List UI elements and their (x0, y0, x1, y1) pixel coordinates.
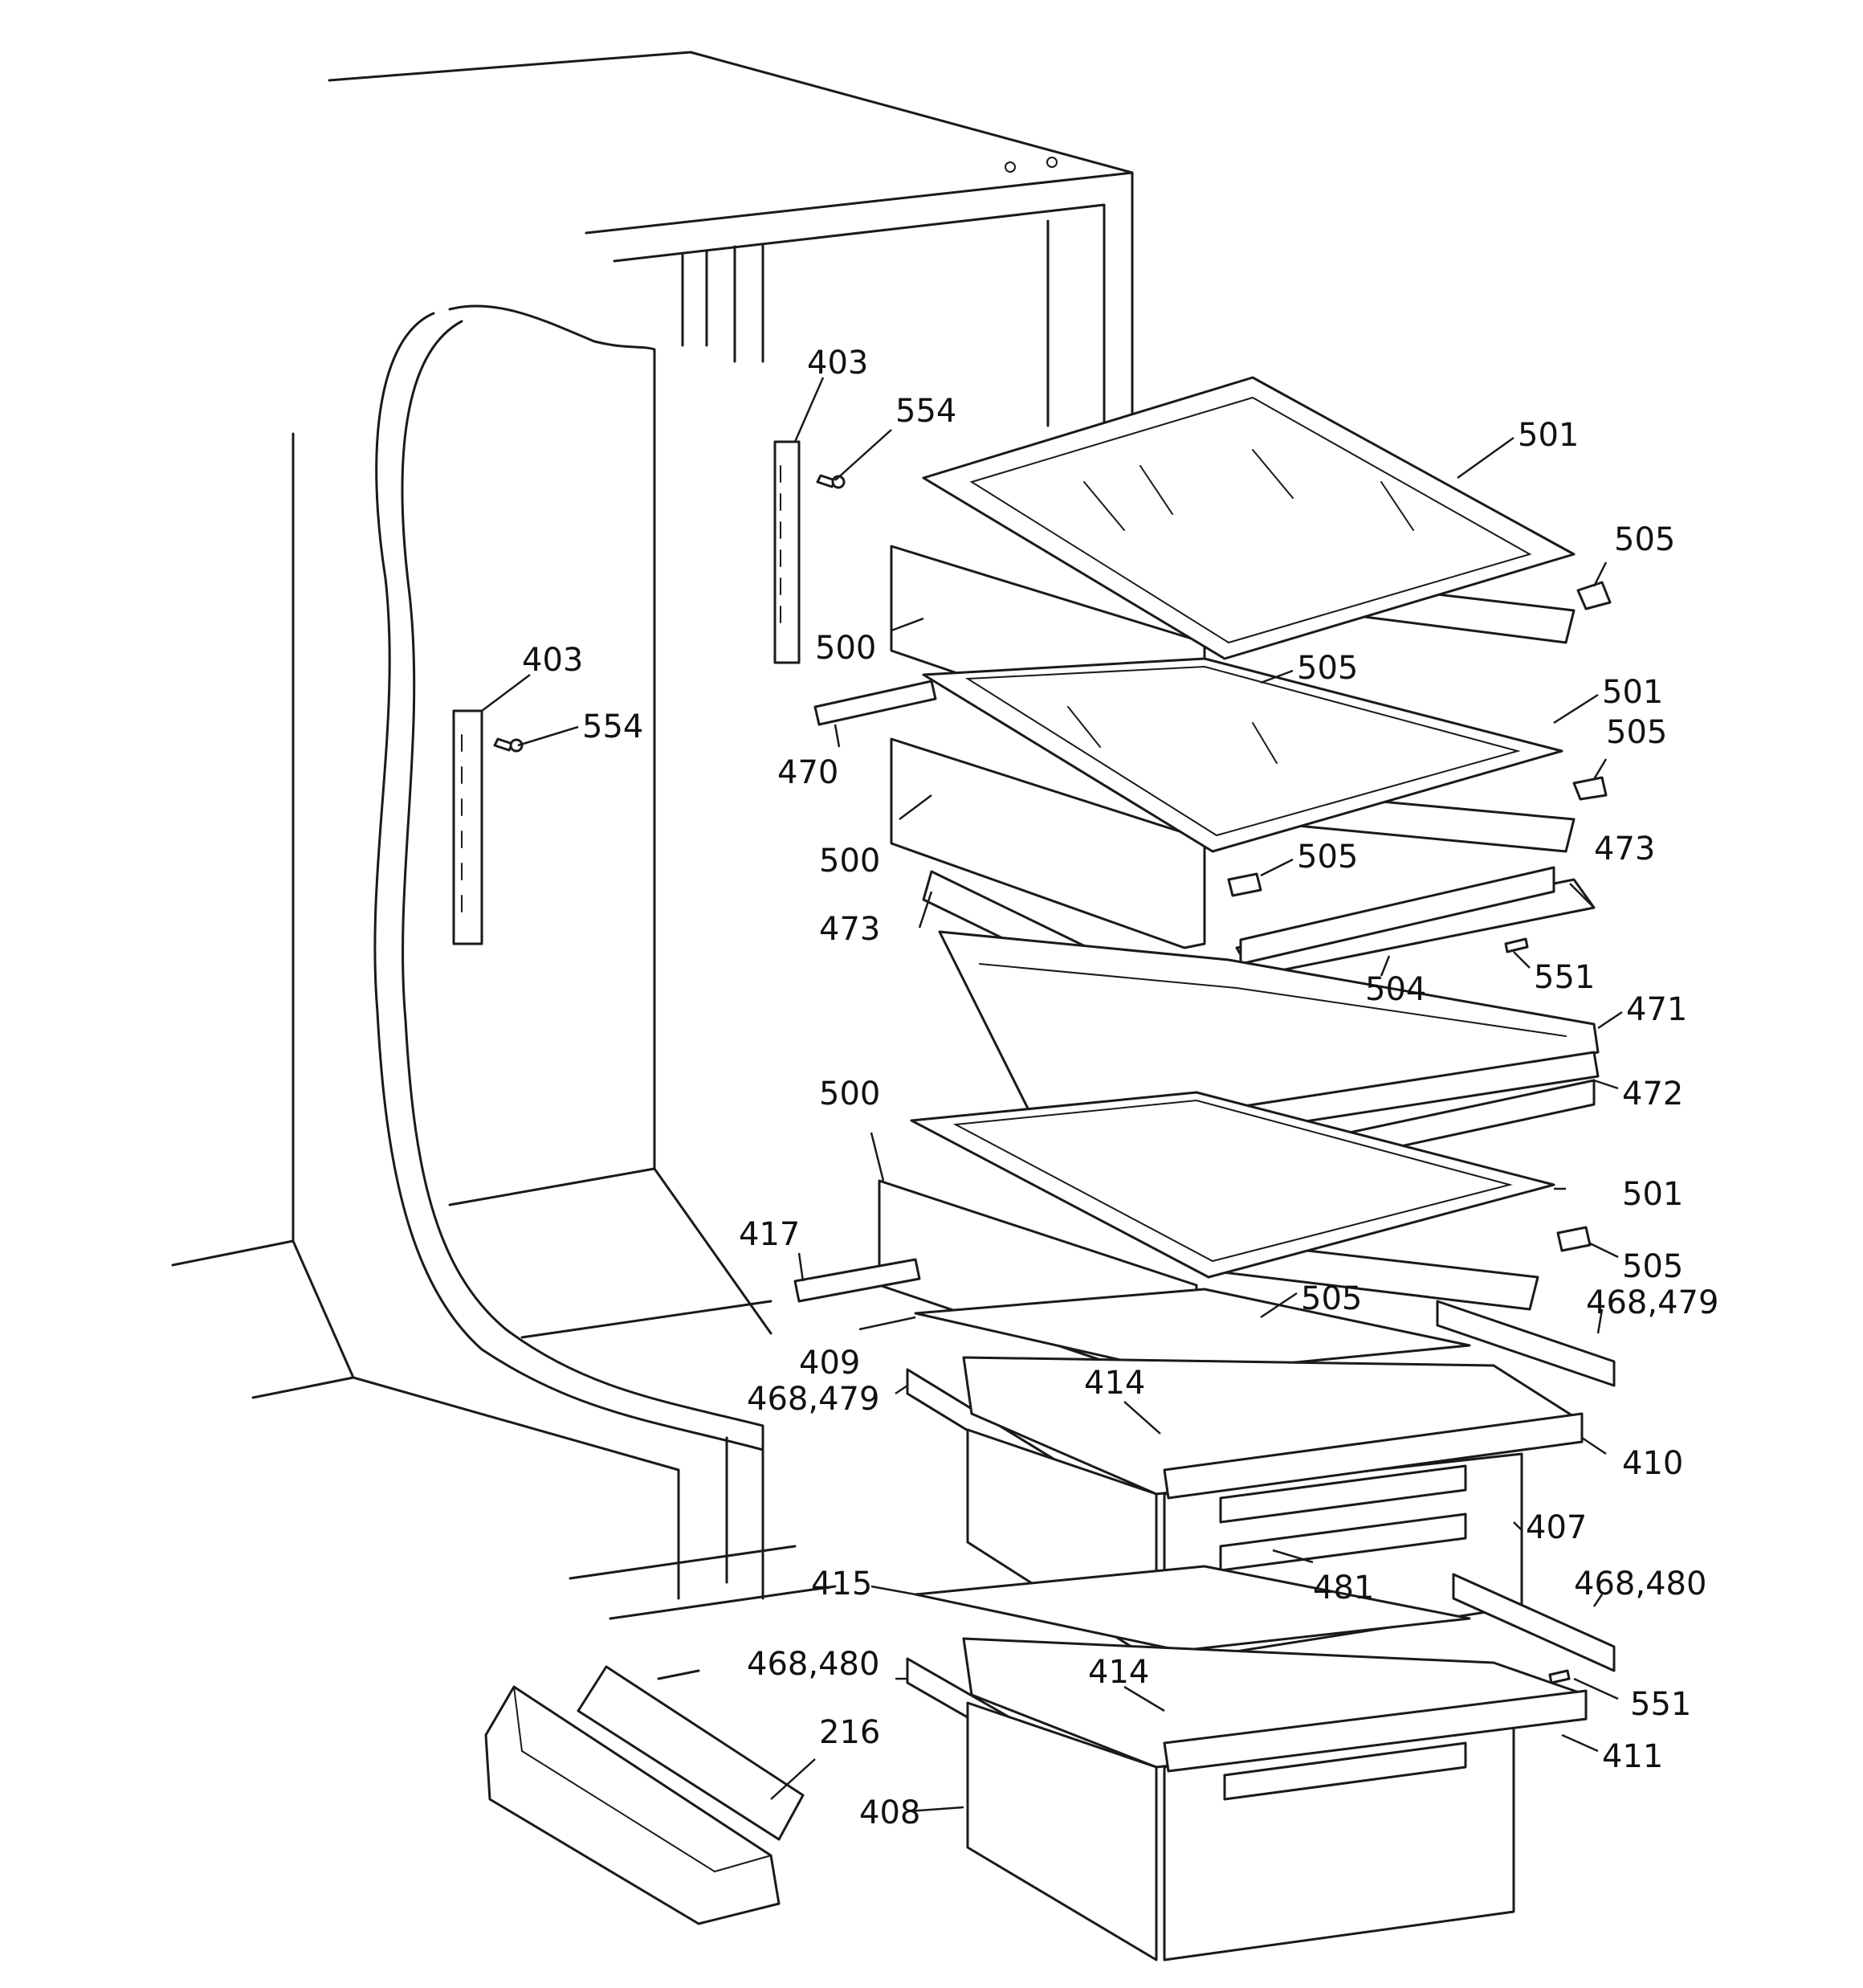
label-481: 481 (1313, 1570, 1374, 1606)
label-468-480-right: 468,480 (1574, 1565, 1706, 1602)
label-468-479-right: 468,479 (1586, 1284, 1718, 1321)
label-216: 216 (819, 1714, 880, 1751)
leader-lines (481, 377, 1623, 1813)
label-403-lower: 403 (522, 642, 583, 679)
label-471: 471 (1626, 991, 1687, 1028)
label-501-third: 501 (1622, 1176, 1683, 1213)
refrigerator-cabinet (171, 51, 1134, 1680)
shelf-ladder-upper (773, 440, 801, 664)
part-labels: 403 554 403 554 501 505 500 505 470 501 … (522, 345, 1718, 1831)
label-415: 415 (811, 1565, 872, 1602)
handle-408 (1223, 1741, 1467, 1801)
handle-481 (1219, 1464, 1467, 1572)
label-505-top-right: 505 (1614, 521, 1675, 558)
screw-551b (1548, 1669, 1571, 1684)
screw-lower (493, 737, 524, 753)
label-501-second: 501 (1602, 674, 1663, 711)
label-473-left: 473 (819, 911, 880, 948)
label-407: 407 (1526, 1509, 1587, 1546)
glass-shelf-2 (922, 657, 1563, 853)
slide-rail-468-479-right (1436, 1300, 1616, 1387)
label-500-second: 500 (819, 843, 880, 880)
label-403-upper: 403 (807, 345, 868, 382)
label-417: 417 (739, 1216, 800, 1253)
shelf-end-cap-2 (1227, 776, 1608, 897)
label-505-second-left: 505 (1297, 839, 1358, 876)
slide-rail-468-480-right (1452, 1573, 1616, 1672)
label-554-lower: 554 (582, 708, 643, 745)
glass-shelf-3 (910, 1091, 1555, 1279)
label-409: 409 (799, 1345, 860, 1382)
screw-upper (816, 474, 846, 489)
label-470: 470 (777, 754, 838, 791)
shelf-ladder-lower (452, 709, 483, 945)
label-468-479-left: 468,479 (747, 1381, 879, 1418)
shelf-rail-504 (1239, 866, 1555, 965)
drawer-front-411 (1163, 1689, 1588, 1773)
label-505-third-right: 505 (1622, 1248, 1683, 1285)
label-504: 504 (1365, 971, 1426, 1008)
label-551-upper: 551 (1534, 959, 1595, 996)
label-505-top-left: 505 (1297, 650, 1358, 687)
drawer-408 (962, 1637, 1588, 1961)
label-501-top: 501 (1518, 417, 1579, 454)
label-473-right: 473 (1594, 831, 1655, 867)
label-505-third-left: 505 (1301, 1280, 1362, 1317)
label-554-upper: 554 (895, 393, 956, 430)
label-468-480-left: 468,480 (747, 1646, 879, 1683)
label-505-second-right: 505 (1606, 714, 1667, 751)
label-411: 411 (1602, 1738, 1663, 1775)
drawer-cover-409 (914, 1288, 1471, 1375)
label-551-lower: 551 (1630, 1686, 1691, 1723)
label-408: 408 (859, 1794, 920, 1831)
glass-shelf-1 (922, 376, 1576, 660)
label-500-top: 500 (815, 630, 876, 667)
label-500-third: 500 (819, 1076, 880, 1112)
label-472: 472 (1622, 1076, 1683, 1112)
door-bin-216 (484, 1665, 805, 1925)
shelf-rail-470 (813, 680, 937, 726)
label-410: 410 (1622, 1445, 1683, 1482)
screw-551a (1504, 937, 1529, 953)
shelf-rail-417 (793, 1258, 921, 1303)
label-414-upper: 414 (1084, 1365, 1145, 1402)
label-414-lower: 414 (1088, 1654, 1149, 1691)
drawer-cover-415 (914, 1565, 1471, 1652)
drawer-front-410 (1163, 1412, 1584, 1500)
